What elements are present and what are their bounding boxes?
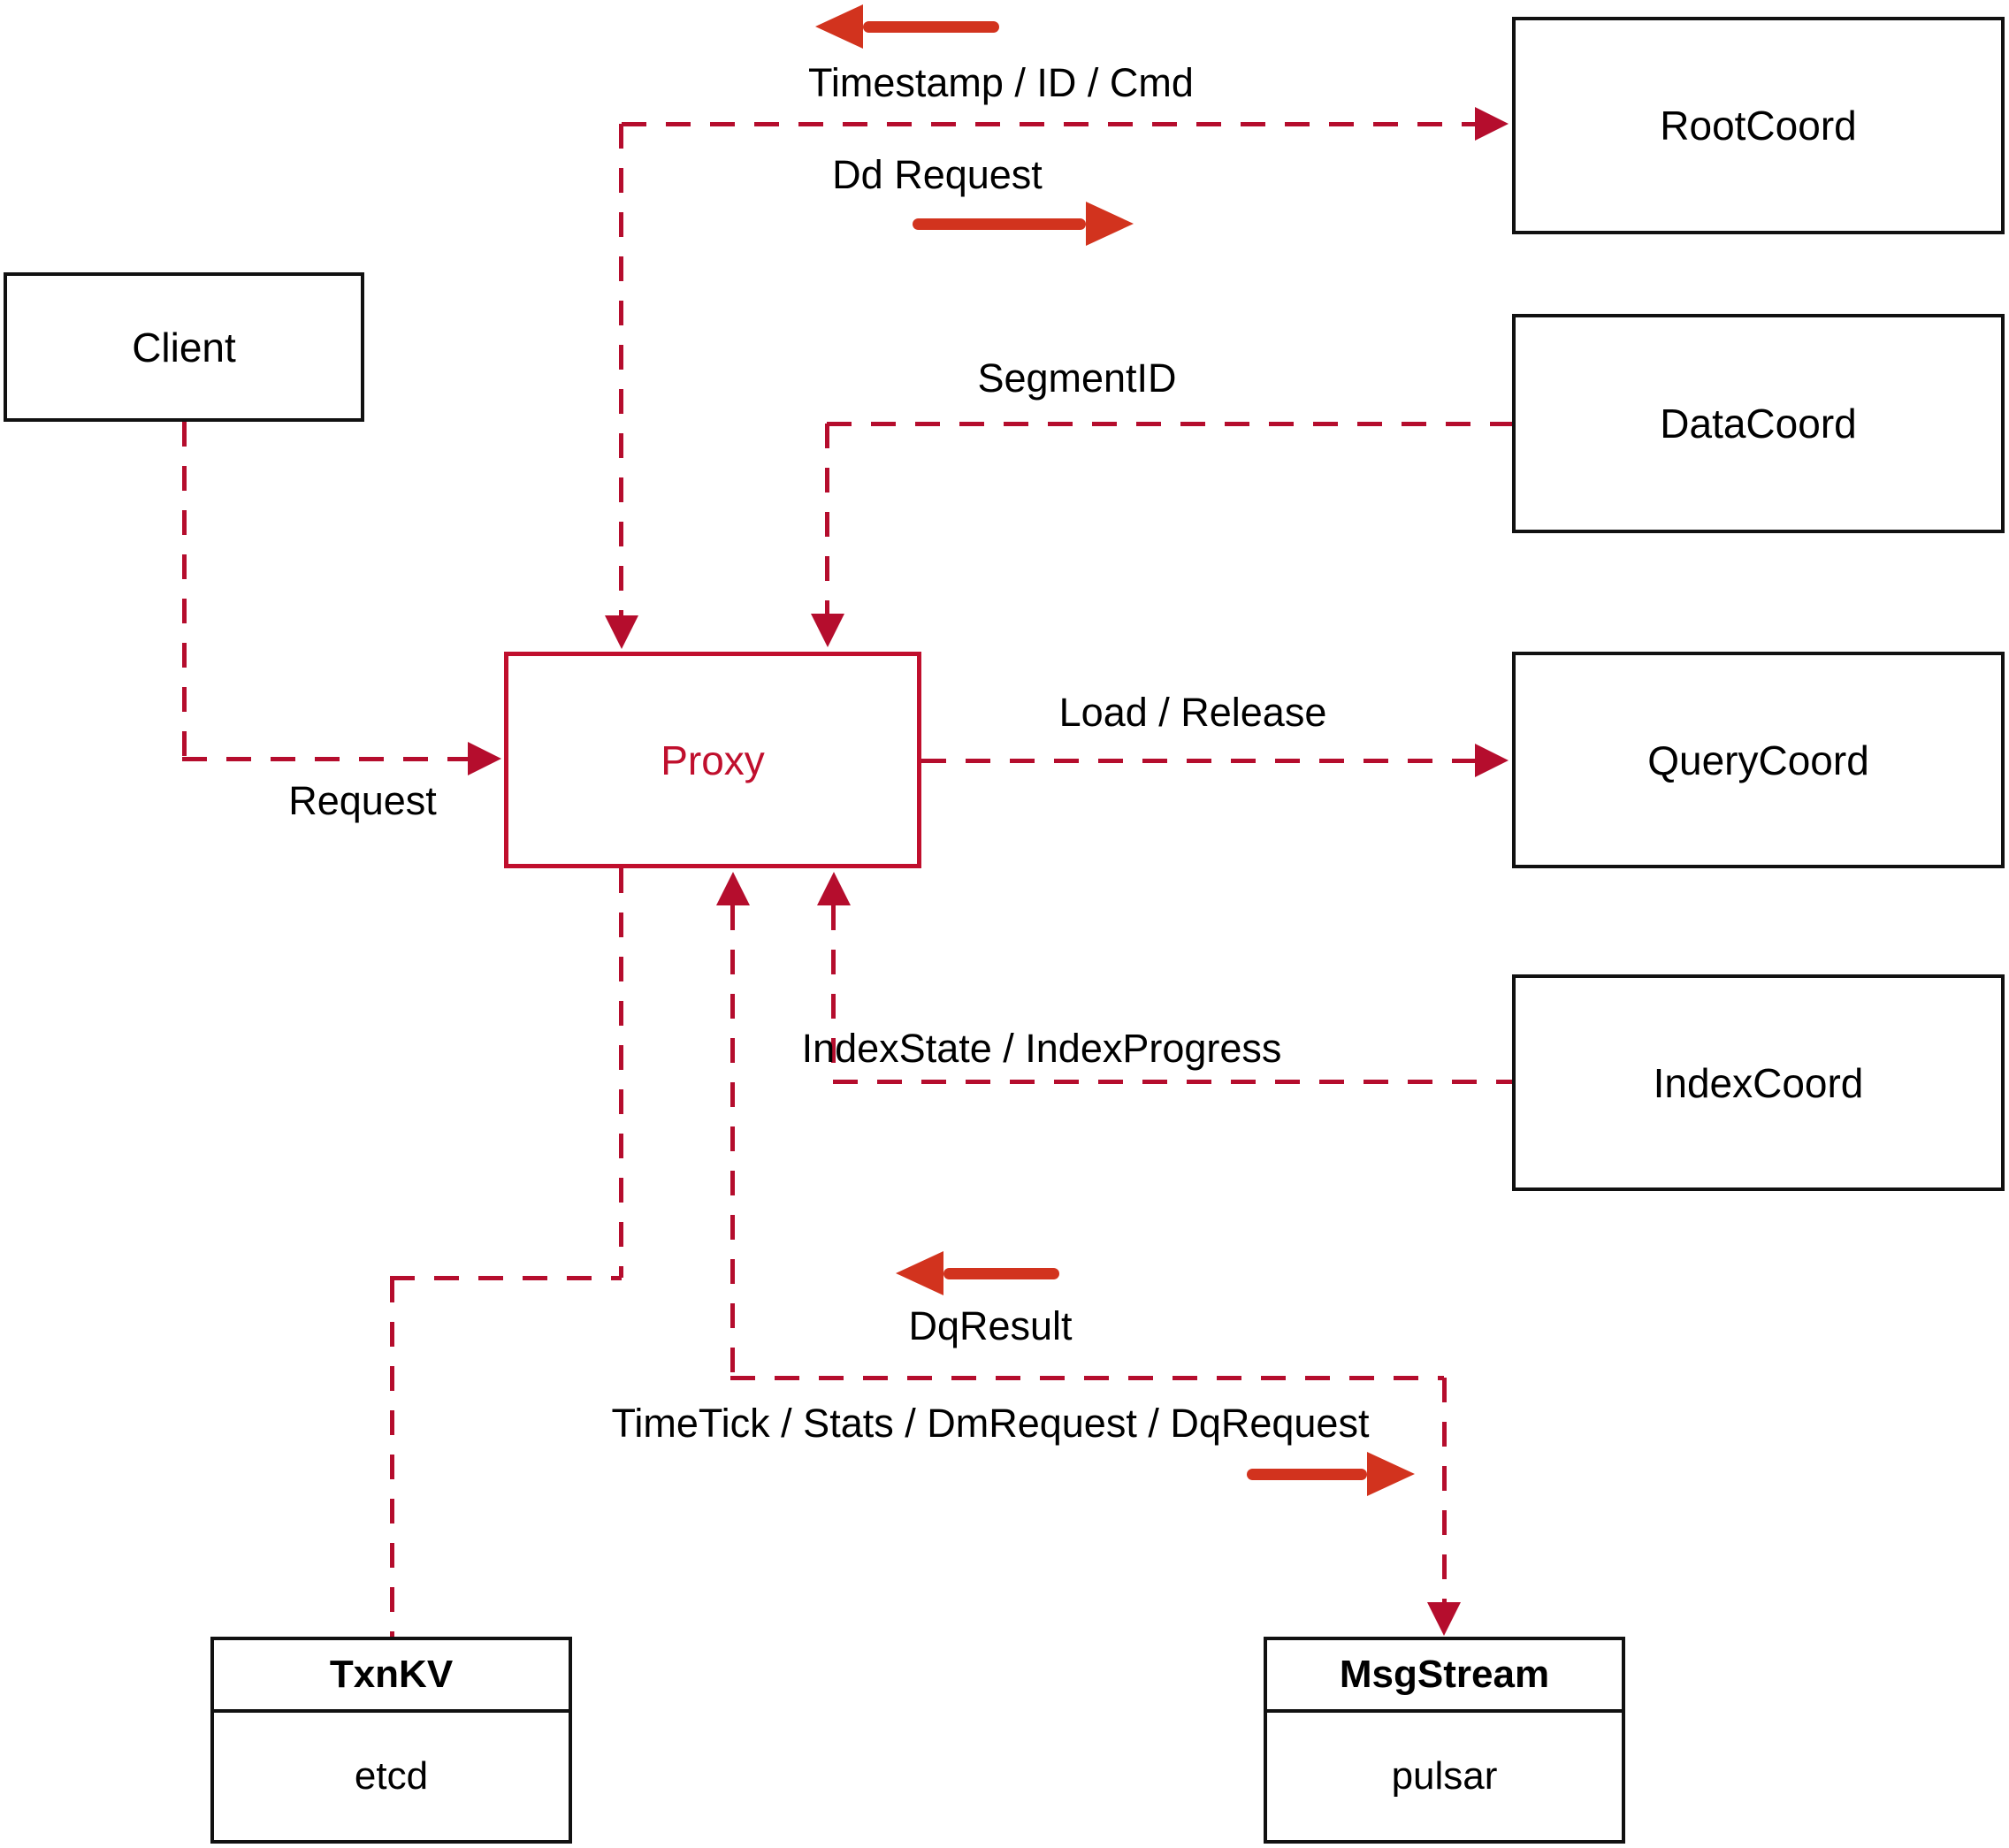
msgstream-title: MsgStream	[1267, 1640, 1622, 1713]
datacoord-label: DataCoord	[1660, 401, 1857, 447]
timestamp-id-cmd-label: Timestamp / ID / Cmd	[808, 60, 1194, 105]
txnkv-node: TxnKV etcd	[210, 1637, 572, 1844]
edge-proxy-txnkv-vline1	[619, 868, 623, 1278]
proxy-node: Proxy	[504, 652, 921, 868]
indexcoord-label: IndexCoord	[1653, 1059, 1864, 1106]
edge-proxy-txnkv-hline	[390, 1276, 622, 1280]
arrow-shaft	[1247, 1468, 1367, 1480]
client-node: Client	[4, 272, 364, 422]
edge-datacoord-proxy-vline	[825, 424, 829, 614]
index-state-label: IndexState / IndexProgress	[801, 1026, 1282, 1071]
arrowhead-right-icon	[1475, 744, 1509, 777]
arrowhead-right-icon	[1475, 107, 1509, 141]
dd-request-label: Dd Request	[832, 152, 1043, 197]
direction-arrow-right-icon	[913, 202, 1134, 246]
arrowhead-down-icon	[811, 614, 844, 647]
arrowhead-up-icon	[716, 872, 750, 905]
arrowhead-down-icon	[605, 615, 638, 649]
arrow-shaft	[913, 218, 1086, 230]
direction-arrow-right-icon	[1247, 1452, 1415, 1496]
datacoord-node: DataCoord	[1512, 314, 2005, 533]
arrow-head	[896, 1251, 943, 1295]
edge-indexcoord-proxy-vline	[831, 905, 836, 1081]
arrowhead-up-icon	[817, 872, 851, 905]
edge-proxy-txnkv-vline2	[390, 1278, 394, 1637]
edge-client-proxy-vline	[182, 422, 187, 760]
arrowhead-down-icon	[1427, 1602, 1461, 1636]
arrow-head	[1086, 202, 1134, 246]
msgstream-node: MsgStream pulsar	[1264, 1637, 1625, 1844]
edge-client-proxy-hline	[182, 757, 468, 761]
proxy-label: Proxy	[661, 737, 765, 783]
querycoord-node: QueryCoord	[1512, 652, 2005, 868]
edge-proxy-rootcoord-hline	[622, 122, 1477, 126]
rootcoord-label: RootCoord	[1660, 103, 1857, 149]
edge-proxy-msgstream-hline	[730, 1376, 1444, 1380]
direction-arrow-left-icon	[815, 4, 999, 49]
segment-id-label: SegmentID	[977, 355, 1177, 401]
client-label: Client	[132, 324, 236, 370]
timetick-label: TimeTick / Stats / DmRequest / DqRequest	[611, 1401, 1370, 1446]
arrow-head	[1367, 1452, 1415, 1496]
edge-proxy-rootcoord-vline	[619, 124, 623, 615]
rootcoord-node: RootCoord	[1512, 17, 2005, 234]
dq-result-label: DqResult	[908, 1303, 1073, 1348]
arrow-shaft	[863, 20, 999, 33]
edge-proxy-querycoord-hline	[921, 759, 1477, 763]
edge-proxy-msgstream-vline1	[730, 905, 735, 1378]
arrow-shaft	[943, 1267, 1059, 1279]
load-release-label: Load / Release	[1058, 690, 1327, 735]
direction-arrow-left-icon	[896, 1251, 1059, 1295]
msgstream-impl: pulsar	[1391, 1754, 1498, 1798]
edge-proxy-msgstream-vline2	[1442, 1378, 1447, 1602]
querycoord-label: QueryCoord	[1647, 737, 1869, 783]
edge-indexcoord-proxy-hline	[833, 1080, 1512, 1084]
arrowhead-right-icon	[468, 742, 501, 775]
txnkv-title: TxnKV	[214, 1640, 569, 1713]
arrow-head	[815, 4, 863, 49]
request-label: Request	[288, 778, 437, 823]
edge-datacoord-proxy-hline	[827, 422, 1512, 426]
txnkv-impl: etcd	[354, 1754, 429, 1798]
indexcoord-node: IndexCoord	[1512, 974, 2005, 1191]
